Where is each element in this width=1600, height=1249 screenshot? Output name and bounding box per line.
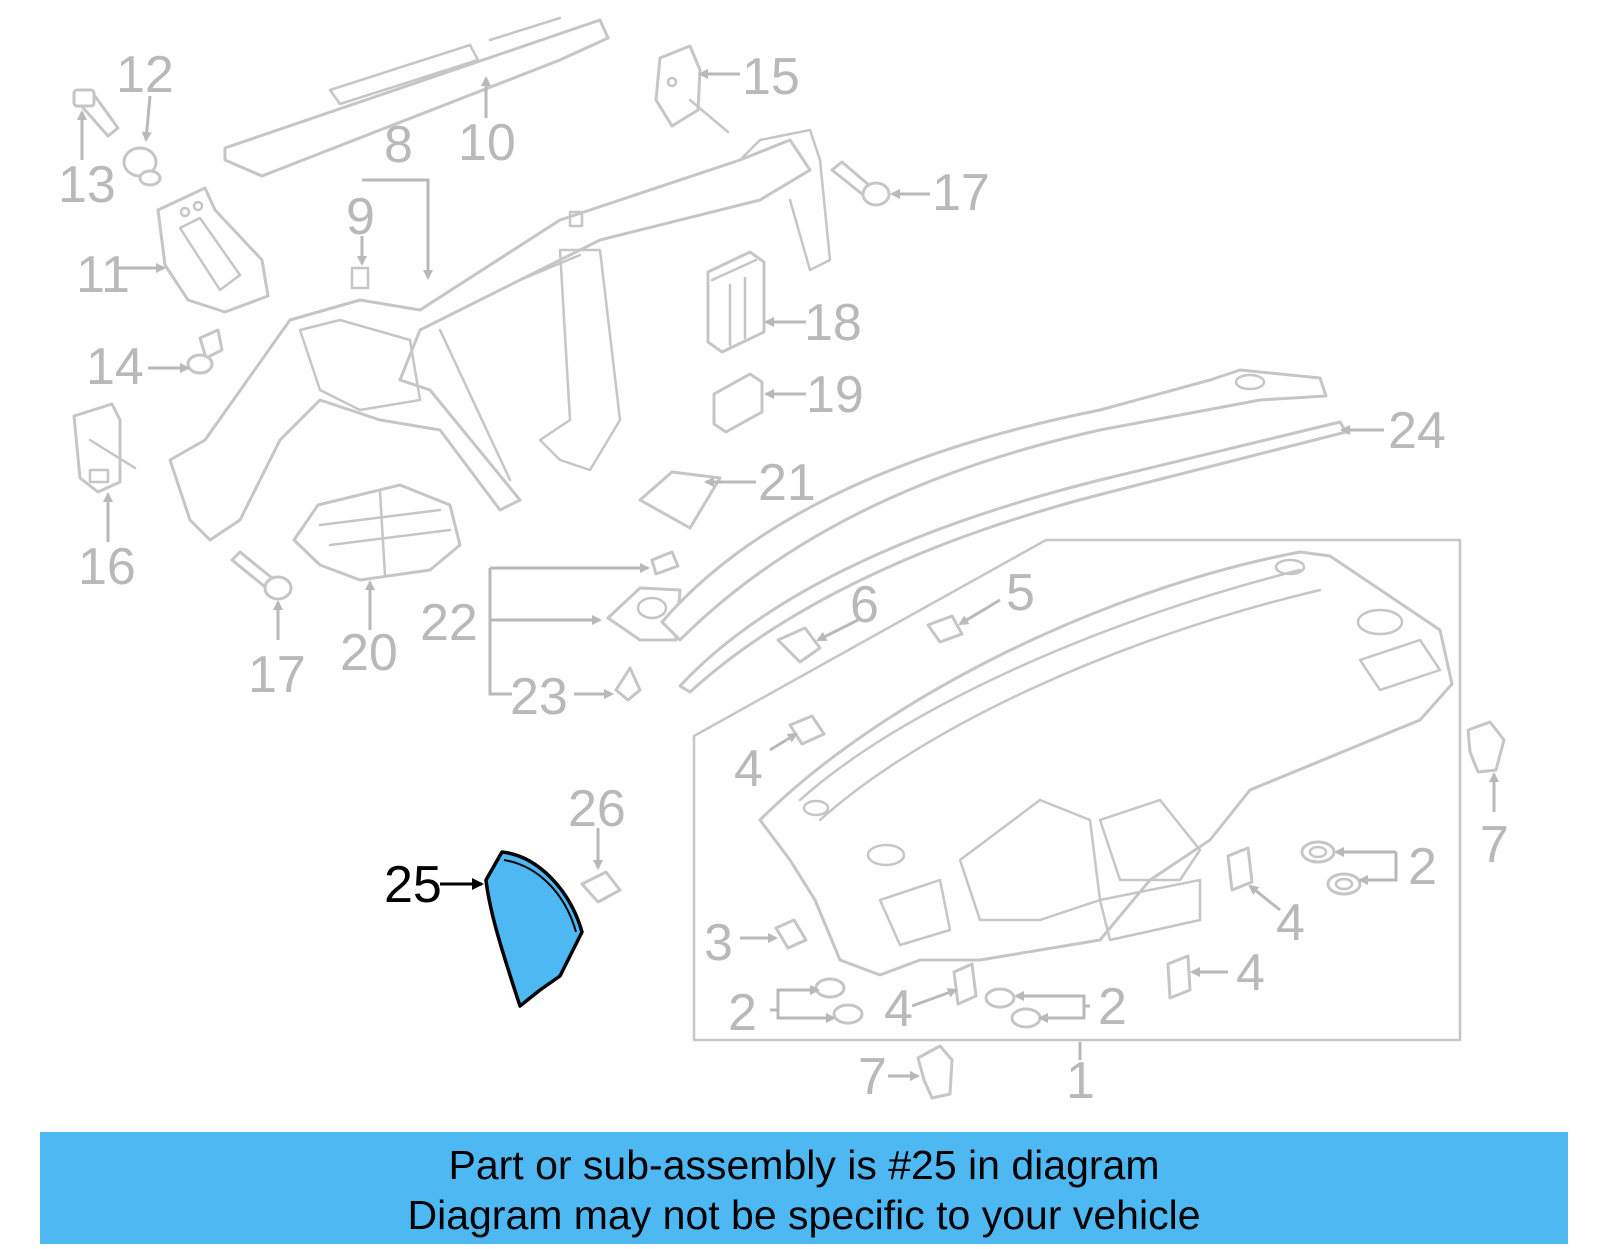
- part-1-instrument-panel: [758, 550, 1454, 977]
- banner-line-disclaimer: Diagram may not be specific to your vehi…: [407, 1192, 1201, 1238]
- callout-2: 2: [1408, 838, 1437, 896]
- callout-24: 24: [1388, 402, 1446, 460]
- part-2-grommet-c: [814, 977, 864, 1025]
- part-3-clip: [774, 918, 808, 950]
- part-25-side-cover: [484, 850, 584, 1008]
- part-21-pad: [638, 470, 722, 530]
- callout-16: 16: [78, 538, 136, 596]
- part-7-retainer-a: [1466, 720, 1506, 774]
- callout-20: 20: [340, 624, 398, 682]
- part-26-clip: [580, 870, 622, 904]
- part-4-clip-a: [788, 714, 826, 746]
- callout-10: 10: [458, 114, 516, 172]
- part-4-clip-d: [952, 962, 978, 1006]
- part-15-bracket: [654, 44, 730, 134]
- callout-5: 5: [1006, 564, 1035, 622]
- callout-labels: 1 2 2 2 3 4 4 4 4 5 6 7 7 8 9 10 11 12 1…: [58, 46, 1509, 1110]
- callout-4: 4: [1276, 894, 1305, 952]
- part-8-cross-car-beam: [168, 128, 832, 542]
- part-6-clip: [776, 626, 822, 664]
- part-19-module: [712, 372, 764, 434]
- part-13-bolt: [72, 88, 120, 138]
- callout-23: 23: [510, 668, 568, 726]
- callout-14: 14: [86, 338, 144, 396]
- callout-15: 15: [742, 48, 800, 106]
- part-7-retainer-b: [916, 1044, 954, 1100]
- callout-13: 13: [58, 156, 116, 214]
- callout-25: 25: [384, 856, 442, 914]
- callout-9: 9: [346, 188, 375, 246]
- callout-22: 22: [420, 594, 478, 652]
- part-1-assembly-box: [692, 538, 1462, 1042]
- info-banner: Part or sub-assembly is #25 in diagram D…: [40, 1132, 1568, 1244]
- part-2-grommet-d: [984, 987, 1042, 1029]
- callout-2: 2: [728, 984, 757, 1042]
- callout-12: 12: [116, 46, 174, 104]
- part-11-bracket: [156, 186, 270, 314]
- part-4-clip-b: [1226, 846, 1254, 892]
- callout-3: 3: [704, 914, 733, 972]
- callout-18: 18: [804, 294, 862, 352]
- part-16-bracket: [72, 402, 137, 494]
- callout-6: 6: [850, 576, 879, 634]
- part-14-bolt: [186, 328, 224, 375]
- callout-17: 17: [932, 164, 990, 222]
- part-2-grommet-a: [1300, 840, 1336, 864]
- callout-7: 7: [858, 1048, 887, 1106]
- part-18-module: [706, 250, 766, 354]
- callout-11: 11: [76, 246, 130, 304]
- callout-4: 4: [734, 740, 763, 798]
- callout-4: 4: [1236, 944, 1265, 1002]
- callout-26: 26: [568, 780, 626, 838]
- callout-2: 2: [1098, 978, 1127, 1036]
- banner-line-part: Part or sub-assembly is #25 in diagram: [448, 1142, 1160, 1188]
- callout-17: 17: [248, 646, 306, 704]
- part-4-clip-c: [1166, 954, 1192, 1000]
- part-12-nut: [122, 146, 162, 187]
- callout-7: 7: [1480, 816, 1509, 874]
- part-17-bolt-lower: [230, 550, 293, 601]
- part-23-clip: [614, 666, 642, 702]
- part-5-clip: [926, 614, 964, 644]
- callout-19: 19: [806, 366, 864, 424]
- callout-21: 21: [758, 454, 816, 512]
- callout-1: 1: [1066, 1052, 1095, 1110]
- callout-8: 8: [384, 116, 413, 174]
- part-2-grommet-b: [1326, 872, 1362, 896]
- part-10-cover-plate: [223, 16, 610, 178]
- callout-4: 4: [884, 980, 913, 1038]
- leader-lines: [77, 69, 1499, 1081]
- part-20-bracket: [292, 483, 462, 582]
- part-17-bolt-upper: [830, 160, 891, 207]
